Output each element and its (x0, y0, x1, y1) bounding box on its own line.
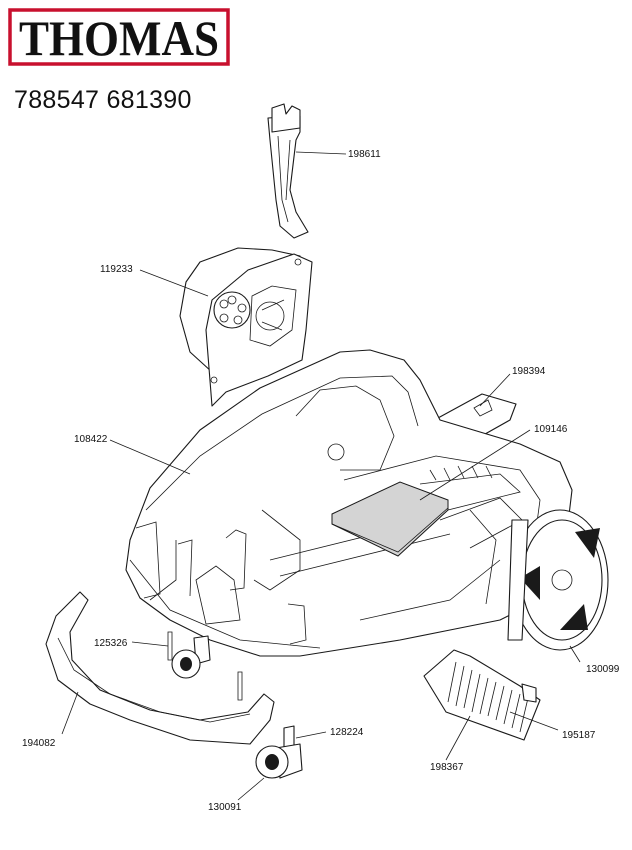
part-label-198611: 198611 (348, 149, 381, 160)
exhaust-grille-part (423, 649, 541, 741)
part-label-130099: 130099 (586, 664, 620, 675)
rear-caster-part (255, 725, 303, 779)
part-label-194082: 194082 (22, 738, 56, 749)
logo-text: THOMAS (19, 10, 219, 66)
part-label-195187: 195187 (562, 730, 596, 741)
leader-lines (61, 151, 581, 801)
part-labels: 198611 119233 198394 109146 108422 12532… (22, 149, 620, 813)
main-body-part (125, 349, 573, 657)
rear-wheel-part (507, 509, 609, 651)
motor-housing-part (179, 247, 313, 407)
part-label-128224: 128224 (330, 727, 364, 738)
part-label-130091: 130091 (208, 802, 242, 813)
part-label-109146: 109146 (534, 424, 568, 435)
part-label-119233: 119233 (100, 264, 133, 275)
part-label-198394: 198394 (512, 366, 546, 377)
part-label-198367: 198367 (430, 762, 464, 773)
model-numbers: 788547 681390 (14, 86, 192, 114)
thomas-logo: THOMAS (8, 8, 230, 66)
part-label-125326: 125326 (94, 638, 128, 649)
front-caster-part (167, 631, 243, 701)
front-bumper-part (45, 591, 275, 745)
hose-connector-part (267, 103, 309, 239)
filter-pad-part (331, 481, 449, 557)
part-label-108422: 108422 (74, 434, 108, 445)
